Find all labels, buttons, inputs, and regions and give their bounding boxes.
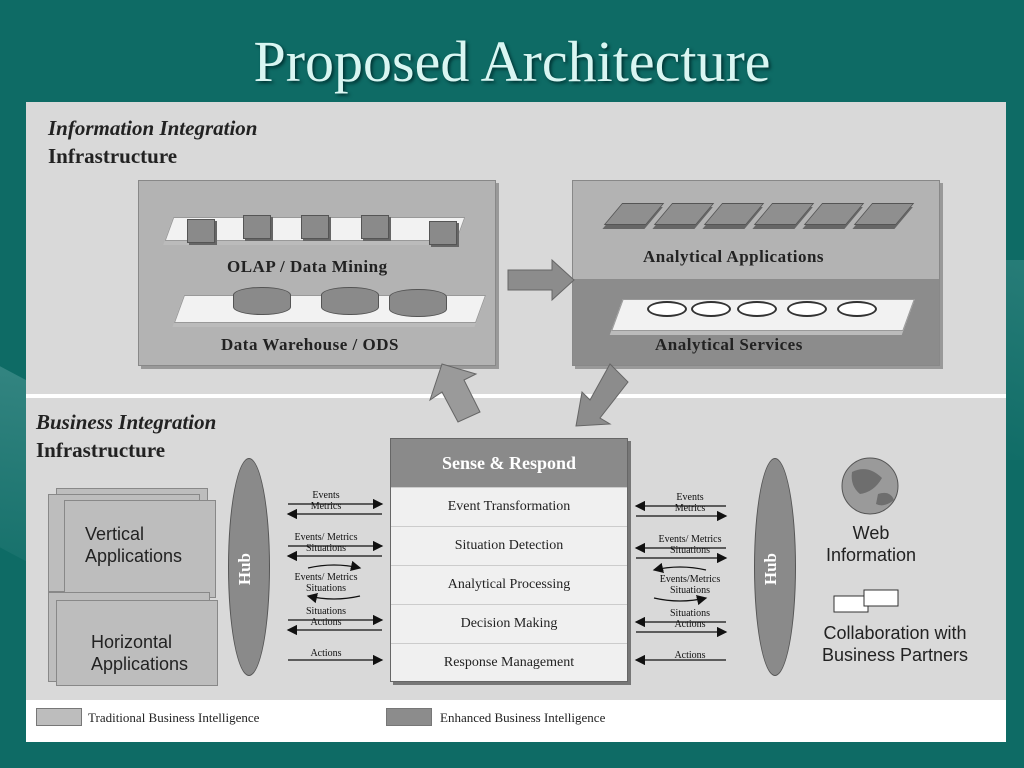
- applications-label: Applications: [85, 546, 183, 566]
- collaboration-icon: [833, 589, 899, 613]
- business-integration-title: Business Integration Infrastructure: [36, 410, 217, 462]
- arrow-label-left-5: Actions: [310, 648, 342, 659]
- left-hub: Hub: [228, 458, 270, 676]
- vertical-label: Vertical: [85, 524, 145, 544]
- service-ring-icon: [787, 301, 827, 317]
- sense-respond-step: Situation Detection: [391, 526, 627, 565]
- sense-respond-box: Sense & Respond Event Transformation Sit…: [390, 438, 628, 682]
- sense-respond-step: Response Management: [391, 643, 627, 682]
- legend-traditional: Traditional Business Intelligence: [88, 710, 260, 725]
- olap-label: OLAP / Data Mining: [227, 257, 388, 276]
- analytical-services-label: Analytical Services: [655, 335, 803, 354]
- flow-arrow-up-icon: [429, 363, 481, 423]
- olap-cube-icon: [361, 215, 389, 239]
- analytics-box: Analytical Applications Analytical Servi…: [572, 180, 940, 366]
- slide-title: Proposed Architecture: [253, 29, 771, 94]
- sense-respond-step: Event Transformation: [391, 487, 627, 526]
- horizontal-label: Horizontal: [91, 632, 173, 652]
- connector-arrows: [286, 258, 899, 666]
- sense-respond-header: Sense & Respond: [391, 439, 627, 487]
- globe-icon: [841, 457, 899, 515]
- legend-enhanced: Enhanced Business Intelligence: [440, 710, 606, 725]
- analytical-applications-label: Analytical Applications: [643, 247, 825, 266]
- olap-cube-icon: [243, 215, 271, 239]
- architecture-diagram: Information Integration Infrastructure O…: [26, 102, 1006, 742]
- collaboration-label: Collaboration with Business Partners: [821, 623, 969, 665]
- database-cylinder-icon: [321, 287, 379, 315]
- service-ring-icon: [737, 301, 777, 317]
- service-ring-icon: [647, 301, 687, 317]
- flow-arrow-down-icon: [575, 363, 629, 427]
- service-ring-icon: [837, 301, 877, 317]
- sense-respond-step: Analytical Processing: [391, 565, 627, 604]
- service-ring-icon: [691, 301, 731, 317]
- sense-respond-step: Decision Making: [391, 604, 627, 643]
- olap-cube-icon: [429, 221, 457, 245]
- database-cylinder-icon: [389, 289, 447, 317]
- database-cylinder-icon: [233, 287, 291, 315]
- olap-cube-icon: [187, 219, 215, 243]
- legend-swatch-traditional: [36, 708, 82, 726]
- legend-swatch-enhanced: [386, 708, 432, 726]
- vertical-applications-box: Vertical Applications: [64, 500, 216, 598]
- applications-label: Applications: [91, 654, 189, 674]
- olap-cube-icon: [301, 215, 329, 239]
- arrow-label-right-5: Actions: [674, 650, 706, 661]
- horizontal-applications-box: Horizontal Applications: [56, 600, 218, 686]
- information-integration-title: Information Integration Infrastructure: [48, 116, 258, 168]
- data-management-box: OLAP / Data Mining Data Warehouse / ODS: [138, 180, 496, 366]
- warehouse-label: Data Warehouse / ODS: [221, 335, 399, 354]
- flow-arrow-right-icon: [507, 258, 575, 302]
- web-information-label: Web Information: [825, 523, 917, 565]
- right-hub: Hub: [754, 458, 796, 676]
